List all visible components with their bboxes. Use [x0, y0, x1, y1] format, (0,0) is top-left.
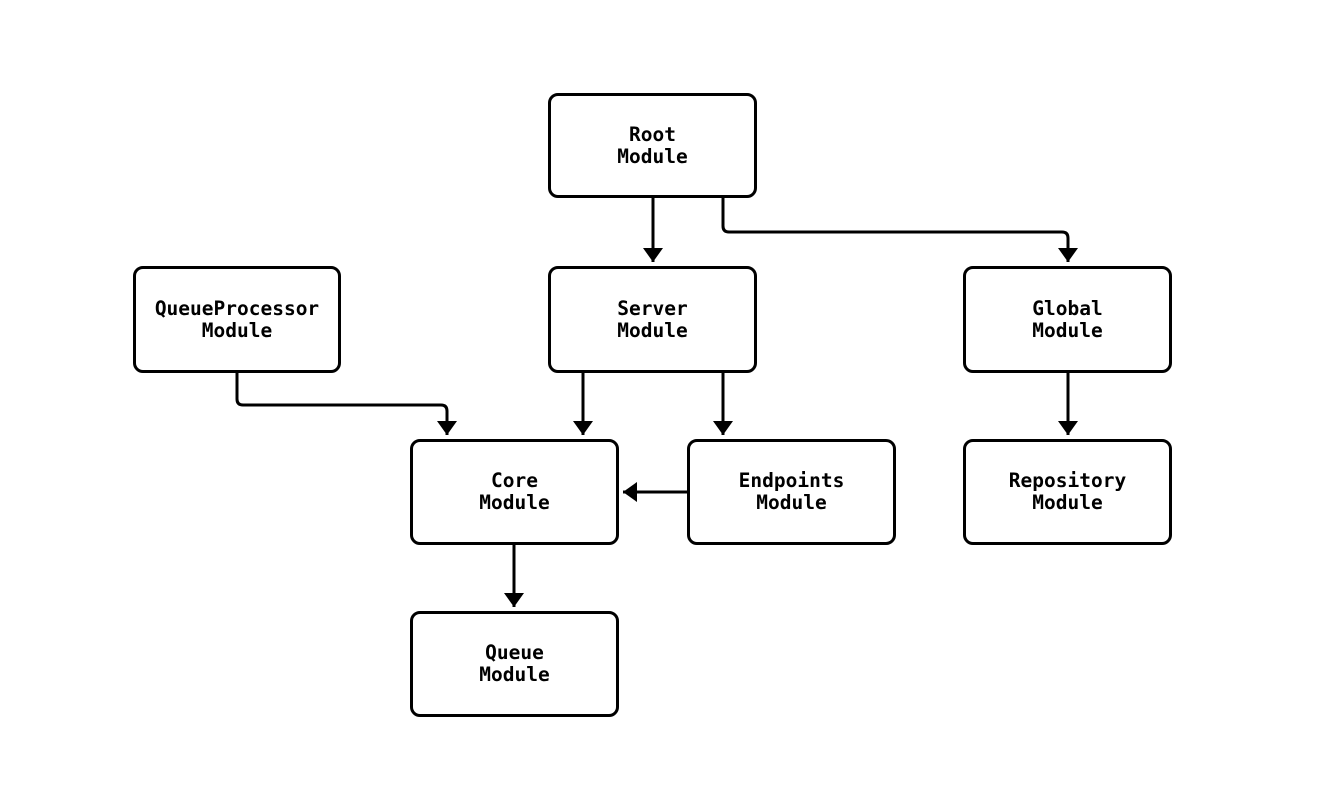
- node-repository-module: Repository Module: [963, 439, 1172, 545]
- edge-root-to-global: [721, 198, 1078, 262]
- node-core-module: Core Module: [410, 439, 619, 545]
- node-server-module: Server Module: [548, 266, 757, 373]
- node-endpoints-module: Endpoints Module: [687, 439, 896, 545]
- node-repository-module-label: Repository Module: [1008, 469, 1127, 514]
- node-global-module-label: Global Module: [1032, 296, 1103, 342]
- node-endpoints-module-label: Endpoints Module: [738, 469, 845, 514]
- node-queueprocessor-module-label: QueueProcessor Module: [154, 296, 320, 342]
- node-server-module-label: Server Module: [617, 296, 688, 342]
- node-queue-module: Queue Module: [410, 611, 619, 717]
- edge-queueprocessor-to-core: [235, 373, 457, 435]
- node-global-module: Global Module: [963, 266, 1172, 373]
- node-queue-module-label: Queue Module: [479, 641, 550, 686]
- node-root-module: Root Module: [548, 93, 757, 198]
- node-core-module-label: Core Module: [479, 469, 550, 514]
- node-root-module-label: Root Module: [617, 122, 688, 168]
- node-queueprocessor-module: QueueProcessor Module: [133, 266, 341, 373]
